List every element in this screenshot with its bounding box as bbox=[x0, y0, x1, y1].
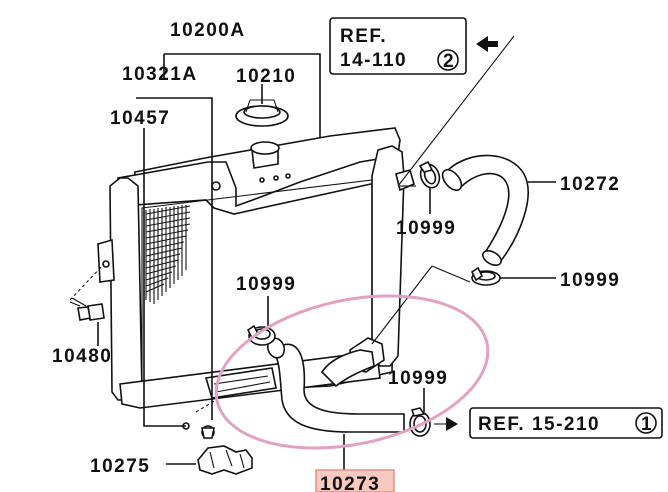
label-10999-upper-top: 10999 bbox=[396, 218, 456, 239]
hose-clamp-lower-top bbox=[246, 324, 276, 346]
radiator bbox=[97, 127, 415, 409]
hose-clamp-upper-top bbox=[418, 160, 441, 189]
ref-top-line2: 14-110 bbox=[340, 50, 407, 71]
arrow-ref-top-icon bbox=[476, 36, 498, 52]
highlight-ellipse bbox=[214, 294, 490, 450]
drain-cock bbox=[201, 425, 215, 439]
label-10999-lower-bottom: 10999 bbox=[388, 368, 448, 389]
ref-bottom-num: 1 bbox=[641, 414, 653, 435]
label-10200a: 10200A bbox=[170, 20, 246, 41]
label-10210: 10210 bbox=[236, 66, 296, 87]
label-10480: 10480 bbox=[52, 346, 112, 367]
radiator-cap bbox=[235, 99, 289, 127]
leader-lines bbox=[69, 35, 556, 470]
mounting-bolt bbox=[69, 297, 105, 321]
ref-top-line1: REF. bbox=[340, 26, 387, 47]
ref-bottom-text: REF. 15-210 bbox=[478, 414, 600, 435]
highlight-box bbox=[315, 469, 395, 492]
hose-clamp-upper-bottom bbox=[470, 266, 501, 286]
ref-box-top: REF. 14-110 2 bbox=[329, 17, 467, 75]
radiator-fins bbox=[145, 205, 191, 304]
label-10999-lower-top: 10999 bbox=[236, 274, 296, 295]
label-10999-upper-bottom: 10999 bbox=[560, 270, 620, 291]
label-10457: 10457 bbox=[110, 108, 170, 129]
radiator-insulator bbox=[197, 445, 253, 475]
label-10275: 10275 bbox=[90, 456, 150, 477]
ref-top-num: 2 bbox=[443, 51, 455, 72]
label-10321a: 10321A bbox=[122, 64, 198, 85]
arrow-ref-bottom-icon bbox=[446, 417, 458, 431]
label-10273: 10273 bbox=[320, 474, 380, 492]
upper-radiator-hose bbox=[441, 154, 529, 267]
ref-box-bottom: REF. 15-210 1 bbox=[469, 407, 663, 439]
label-10272: 10272 bbox=[560, 174, 620, 195]
